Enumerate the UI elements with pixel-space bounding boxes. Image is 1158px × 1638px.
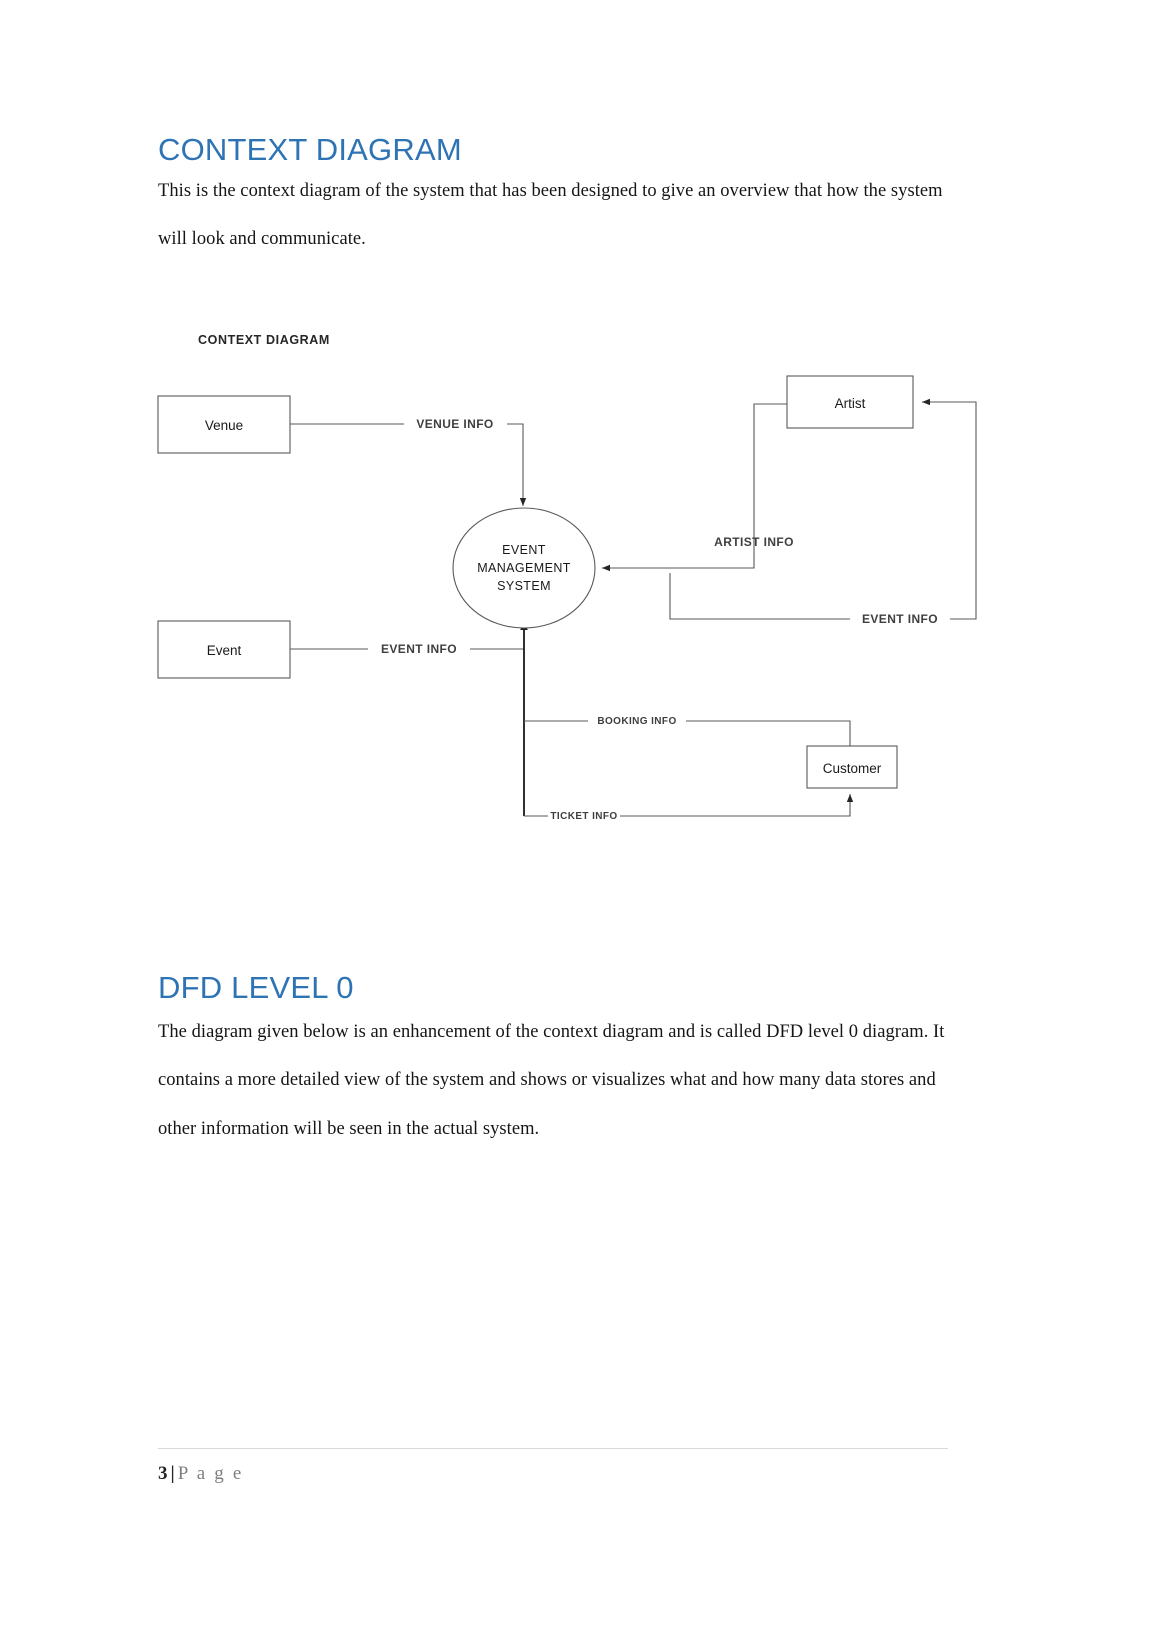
event-info-out-label: EVENT INFO bbox=[862, 612, 938, 626]
customer-box[interactable] bbox=[806, 745, 898, 789]
flow-ticket-info: TICKET INFO bbox=[524, 794, 854, 822]
process-label-line-1: EVENT bbox=[502, 543, 546, 557]
footer-separator: | bbox=[170, 1463, 175, 1484]
diagram-entity-customer[interactable]: Customer bbox=[806, 745, 898, 789]
event-info-out-b bbox=[922, 398, 977, 620]
booking-info-line-b bbox=[686, 720, 851, 746]
venue-label: Venue bbox=[205, 418, 243, 433]
footer-page-indicator: 3|P a g e bbox=[158, 1463, 948, 1485]
diagram-caption: CONTEXT DIAGRAM bbox=[198, 333, 330, 347]
event-info-label: EVENT INFO bbox=[381, 642, 457, 656]
paragraph-dfd-level-0: The diagram given below is an enhancemen… bbox=[158, 1022, 945, 1139]
event-box[interactable] bbox=[157, 620, 291, 679]
ticket-info-label: TICKET INFO bbox=[550, 811, 617, 822]
artist-info-label: ARTIST INFO bbox=[714, 535, 794, 549]
diagram-entity-artist[interactable]: Artist bbox=[786, 375, 914, 429]
artist-info-path bbox=[602, 403, 787, 572]
diagram-entity-event[interactable]: Event bbox=[157, 620, 291, 679]
venue-info-line-b bbox=[507, 423, 527, 506]
flow-booking-info: BOOKING INFO bbox=[524, 716, 851, 746]
artist-label: Artist bbox=[835, 396, 866, 411]
process-label-line-2: MANAGEMENT bbox=[477, 561, 571, 575]
venue-box[interactable] bbox=[157, 395, 291, 454]
page-title-dfd-level-0: DFD LEVEL 0 bbox=[158, 970, 354, 1005]
footer-page-word: P a g e bbox=[177, 1463, 244, 1484]
flow-venue-info: VENUE INFO bbox=[290, 417, 527, 506]
diagram-process-event-management-system[interactable]: EVENT MANAGEMENT SYSTEM bbox=[452, 507, 596, 629]
diagram-entity-venue[interactable]: Venue bbox=[157, 395, 291, 454]
customer-label: Customer bbox=[823, 761, 882, 776]
footer-divider bbox=[158, 1448, 948, 1449]
paragraph-context-diagram: This is the context diagram of the syste… bbox=[158, 181, 943, 250]
ticket-info-line-b bbox=[620, 794, 854, 817]
flow-event-info-to-artist: EVENT INFO bbox=[669, 398, 977, 626]
event-info-out-a bbox=[669, 573, 850, 620]
context-diagram-figure: CONTEXT DIAGRAM Venue VENUE INFO Artist … bbox=[150, 318, 1000, 878]
page-title-context-diagram: CONTEXT DIAGRAM bbox=[158, 132, 462, 167]
flow-event-info: EVENT INFO bbox=[290, 642, 524, 656]
event-management-system-circle[interactable] bbox=[452, 507, 596, 629]
flow-artist-info: ARTIST INFO bbox=[602, 403, 794, 572]
booking-info-label: BOOKING INFO bbox=[597, 716, 676, 727]
artist-box[interactable] bbox=[786, 375, 914, 429]
process-label-line-3: SYSTEM bbox=[497, 579, 551, 593]
venue-info-label: VENUE INFO bbox=[416, 417, 493, 431]
footer-page-number: 3 bbox=[158, 1463, 168, 1484]
event-label: Event bbox=[207, 643, 242, 658]
page-footer: 3|P a g e bbox=[158, 1448, 948, 1485]
